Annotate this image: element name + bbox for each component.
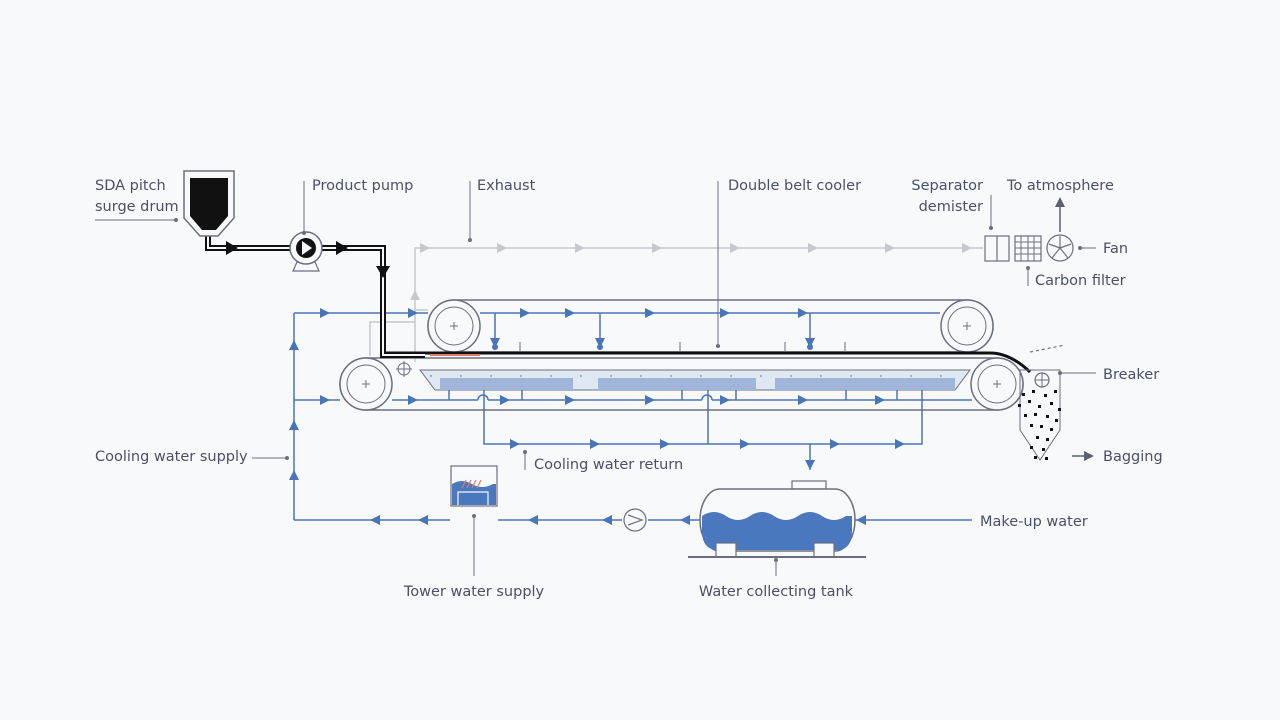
water-collecting-tank [688,480,866,558]
drum-lower-right [970,357,1024,411]
water-trays [419,369,971,391]
fan [1046,234,1074,262]
bagging-label: Bagging [1103,449,1163,465]
separator-label-line2: demister [919,199,983,215]
breaker [1019,344,1066,461]
fan-label: Fan [1103,241,1128,257]
tower-water-supply-label: Tower water supply [403,584,545,600]
carbon-filter [1014,235,1042,262]
spray-nozzle-dots [492,344,813,350]
surge-drum-label-line1: SDA pitch [95,178,166,194]
surge-drum [183,170,235,237]
exhaust-label: Exhaust [477,178,536,194]
breaker-label: Breaker [1103,367,1159,383]
circulation-pump [623,508,647,532]
exhaust-line [369,247,983,362]
double-belt-cooler [339,299,1032,411]
cooling-water-network [293,312,972,521]
carbon-filter-label: Carbon filter [1035,273,1126,289]
distributor-symbol [396,361,412,377]
separator-demister [984,235,1010,262]
exhaust-arrows [410,243,972,300]
cooling-water-return-label: Cooling water return [534,457,683,473]
leader-lines [95,181,1096,576]
drum-lower-left [339,357,393,411]
surge-drum-label-line2: surge drum [95,199,179,215]
product-pump [289,231,323,272]
water-collecting-tank-label: Water collecting tank [699,584,854,600]
cooling-water-supply-label: Cooling water supply [95,449,248,465]
make-up-water-label: Make-up water [980,514,1088,530]
product-line-arrows [226,241,390,278]
separator-label-line1: Separator [911,178,983,194]
double-belt-cooler-label: Double belt cooler [728,178,861,194]
product-band [383,351,1032,374]
cooling-tower [450,465,498,507]
to-atmosphere-label: To atmosphere [1006,178,1114,194]
product-chips [1018,390,1061,460]
leader-dots [174,218,1082,562]
product-pump-label: Product pump [312,178,413,194]
drum-upper-left [427,299,481,353]
drum-upper-right [940,299,994,353]
